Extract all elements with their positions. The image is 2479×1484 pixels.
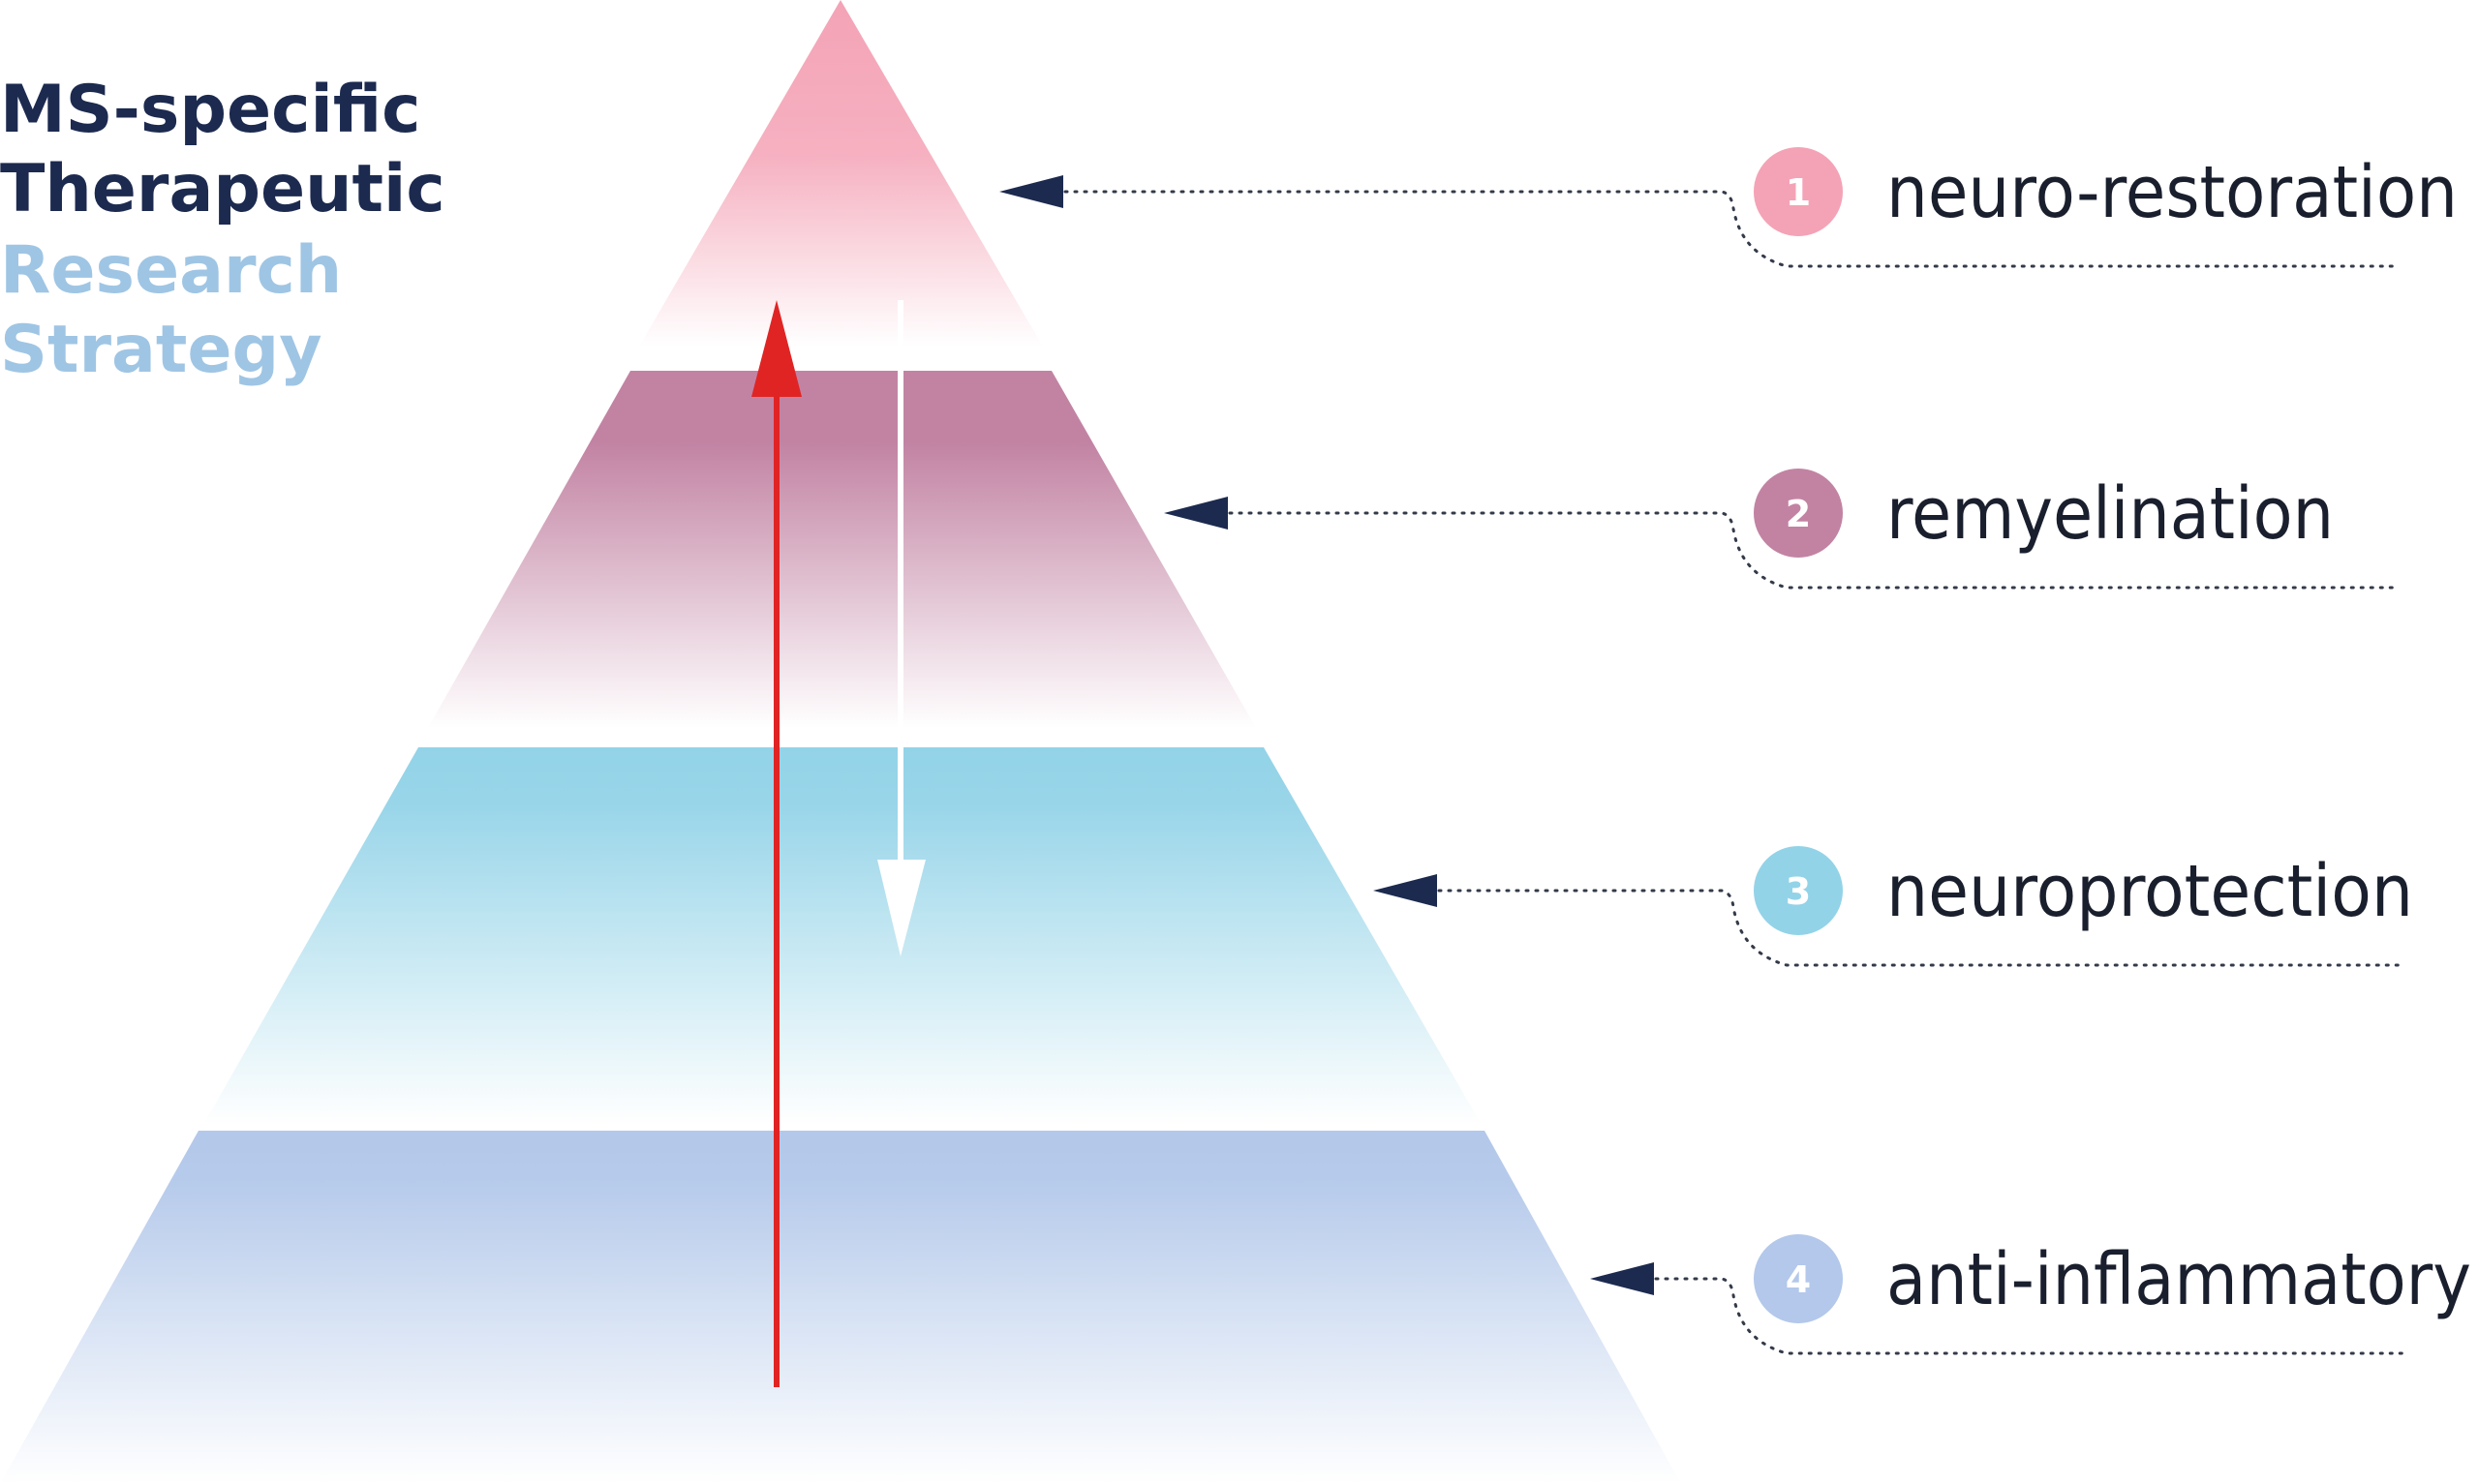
badge-circle-4 xyxy=(1754,1234,1843,1323)
down-arrow-head xyxy=(877,860,926,956)
pointer-arrow-2 xyxy=(1164,497,1228,530)
title-line-1: MS-specific xyxy=(0,72,420,148)
level-connector-4 xyxy=(1590,1262,2411,1355)
level-badge-4: 4 xyxy=(1754,1234,1843,1323)
badge-number-4: 4 xyxy=(1786,1258,1811,1301)
title-line-4: Strategy xyxy=(0,312,322,388)
level-connector-1 xyxy=(999,175,2402,268)
pyramid-tier-3 xyxy=(203,747,1482,1125)
up-arrow-head xyxy=(751,300,802,397)
badge-circle-1 xyxy=(1754,147,1843,236)
down-arrow xyxy=(877,300,926,956)
level-badge-3: 3 xyxy=(1754,846,1843,935)
dotted-leader-2 xyxy=(1228,511,2402,590)
level-badge-1: 1 xyxy=(1754,147,1843,236)
dotted-leader-3 xyxy=(1437,889,2402,967)
level-connector-3 xyxy=(1373,874,2402,967)
pyramid xyxy=(0,0,1681,1484)
badge-number-1: 1 xyxy=(1786,171,1811,214)
level-label-2: remyelination xyxy=(1886,472,2334,556)
level-connector-2 xyxy=(1164,497,2402,590)
level-label-4: anti-inflammatory xyxy=(1886,1238,2471,1321)
level-label-3: neuroprotection xyxy=(1886,850,2413,933)
strategy-title: MS-specific Therapeutic Research Strateg… xyxy=(0,72,445,388)
badge-number-2: 2 xyxy=(1786,493,1811,535)
pyramid-tier-1 xyxy=(639,0,1043,347)
pointer-arrow-1 xyxy=(999,175,1063,208)
badge-circle-2 xyxy=(1754,469,1843,558)
title-line-2: Therapeutic xyxy=(0,151,445,227)
badge-circle-3 xyxy=(1754,846,1843,935)
up-arrow xyxy=(751,300,802,1387)
pointer-arrow-3 xyxy=(1373,874,1437,907)
title-line-3: Research xyxy=(0,232,342,309)
dotted-leader-4 xyxy=(1654,1277,2411,1355)
dotted-leader-1 xyxy=(1063,190,2402,268)
pyramid-tier-2 xyxy=(428,371,1256,728)
pointer-arrow-4 xyxy=(1590,1262,1654,1295)
level-label-1: neuro-restoration xyxy=(1886,151,2458,234)
pyramid-tier-4 xyxy=(0,1131,1681,1484)
badge-number-3: 3 xyxy=(1786,870,1811,913)
level-badge-2: 2 xyxy=(1754,469,1843,558)
